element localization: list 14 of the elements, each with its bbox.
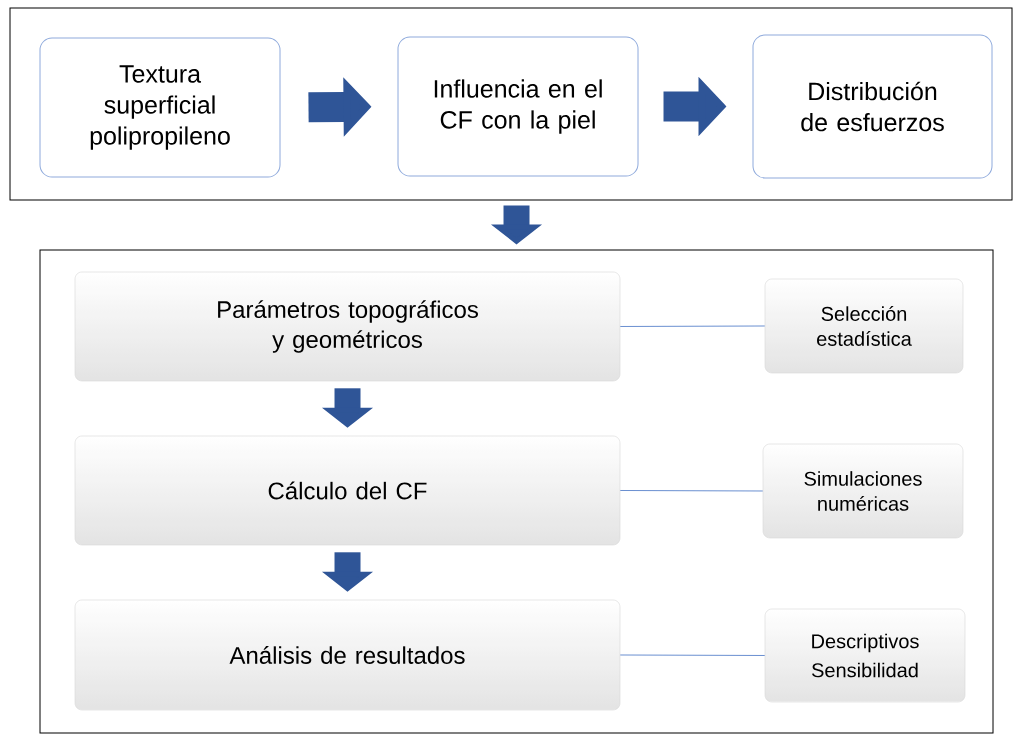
side-box: Selección estadística — [764, 278, 964, 374]
group-frame — [39, 249, 994, 734]
step-box: Análisis de resultados — [74, 599, 621, 711]
group-frame — [9, 7, 1013, 201]
step-box: Parámetros topográficos y geométricos — [74, 271, 621, 382]
step-box: Cálculo del CF — [74, 435, 621, 546]
process-box: Distribución de esfuerzos — [752, 34, 993, 179]
connector-line — [619, 654, 766, 656]
process-box: Textura superficial polipropileno — [39, 37, 281, 178]
side-box: Descriptivos Sensibilidad — [764, 608, 966, 703]
process-box: Influencia en el CF con la piel — [397, 36, 639, 177]
connector-line — [619, 490, 764, 492]
connector-line — [619, 325, 766, 327]
side-box: Simulaciones numéricas — [762, 443, 964, 539]
